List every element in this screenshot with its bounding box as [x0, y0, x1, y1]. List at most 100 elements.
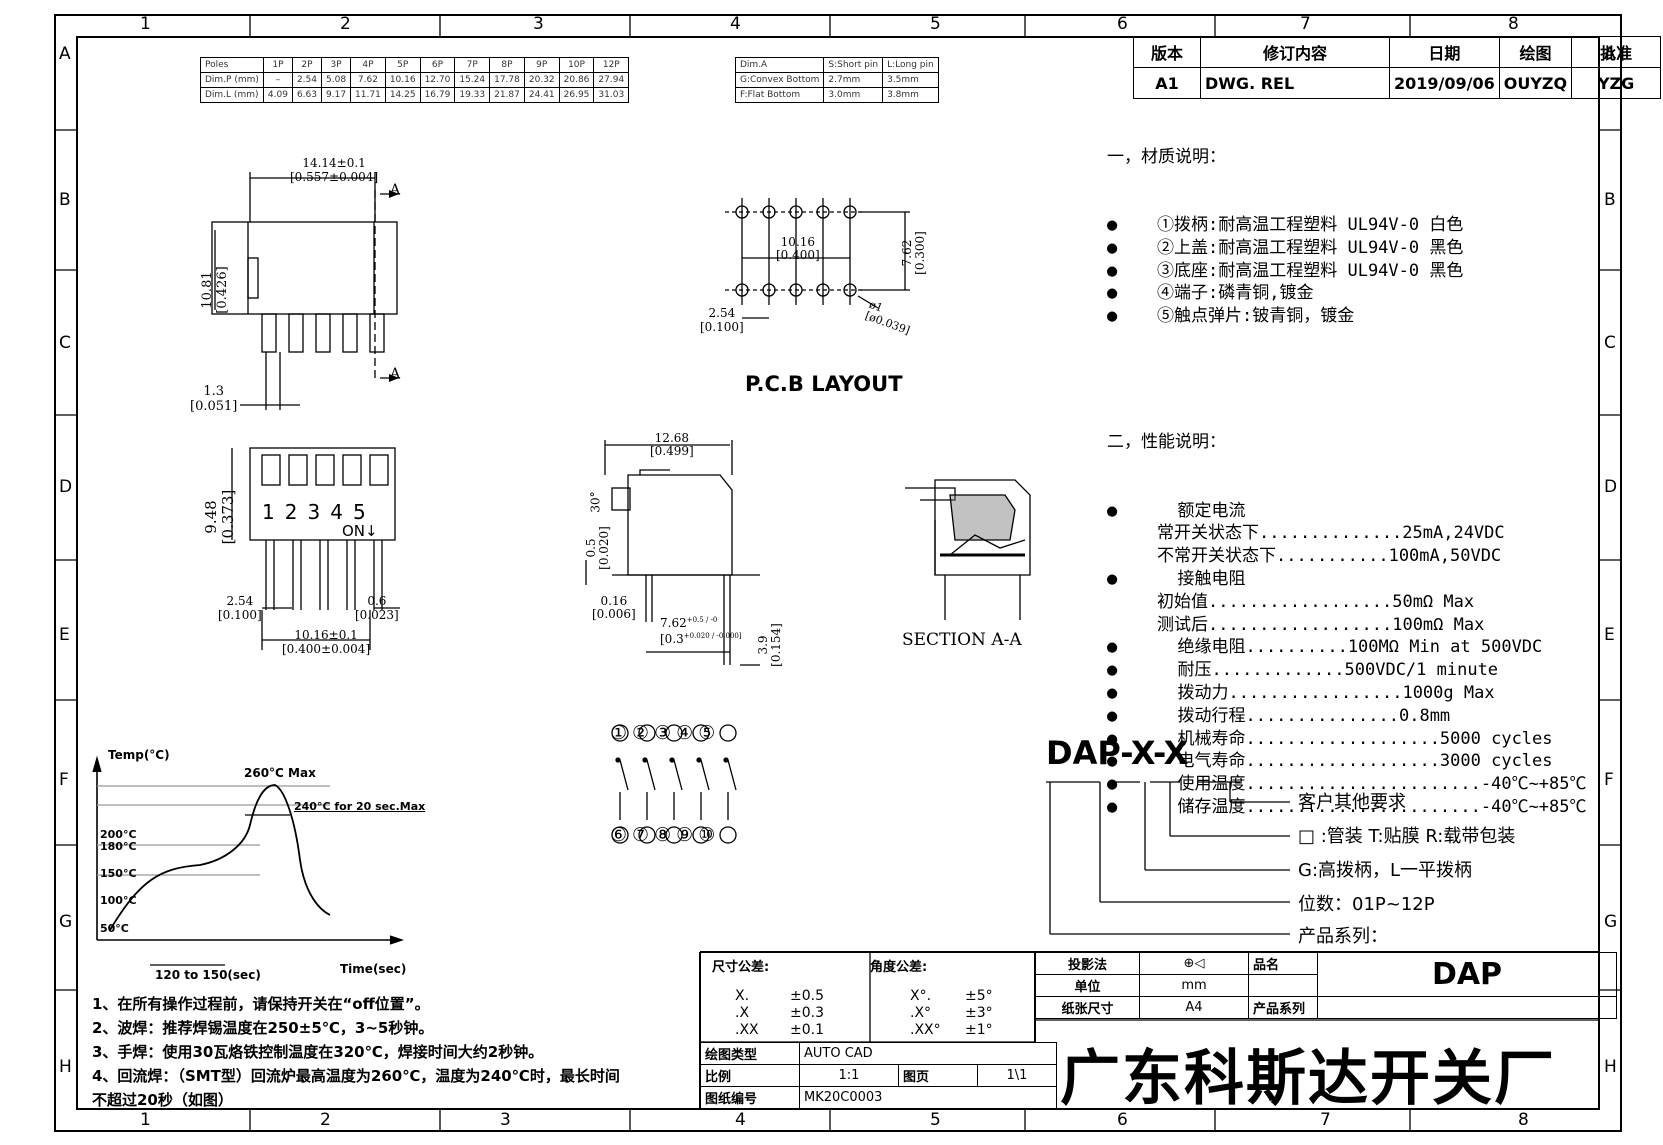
page-value: 1\1	[977, 1064, 1057, 1087]
schematic-top-labels: ①②③④⑤	[610, 722, 720, 744]
order-item-handle: G:高拨柄，L一平拨柄	[1298, 860, 1473, 881]
side-standoff-in: [0.020]	[597, 526, 611, 570]
zone-col-bottom-7: 7	[1320, 1110, 1331, 1130]
pcb-pitch-in: [0.100]	[700, 320, 744, 334]
poles-table-cell: 2.54	[291, 72, 323, 88]
reflow-peak-label: 260°C Max	[244, 766, 316, 780]
side-standoff: 0.5 [0.020]	[584, 518, 611, 578]
drawing-frame-outer	[54, 14, 1622, 1132]
pcb-row-gap-in: [0.300]	[913, 231, 927, 275]
dim-pitch-mm: 2.54	[226, 594, 254, 608]
zone-col-bottom-5: 5	[930, 1110, 941, 1130]
poles-table-cell: Dim.P (mm)	[200, 72, 264, 88]
zone-col-bottom-3: 3	[500, 1110, 511, 1130]
side-width-in: [0.499]	[650, 444, 694, 458]
performance-item: 初始值..................50mΩ Max	[1157, 591, 1475, 612]
schematic-terminal-label: ④	[676, 722, 699, 744]
performance-item: ● 电气寿命...................3000 cycles	[1107, 751, 1553, 772]
dim-height: 10.81 [0.426]	[200, 245, 230, 335]
rev-content: DWG. REL	[1200, 67, 1390, 99]
order-item-packaging: □ :管装 T:贴膜 R:载带包装	[1298, 826, 1516, 847]
rev-date: 2019/09/06	[1389, 67, 1500, 99]
pcb-row-gap: 7.62 [0.300]	[900, 223, 927, 283]
poles-table-cell: 20.32	[523, 72, 560, 88]
zone-col-bottom-6: 6	[1117, 1110, 1128, 1130]
pin-table-cell: 3.8mm	[882, 87, 939, 103]
product-series-value	[1317, 996, 1617, 1019]
performance-item: ● 耐压.............500VDC/1 minute	[1107, 660, 1499, 681]
dim-top-width-mm: 14.14±0.1	[302, 156, 366, 170]
tolerance-list: X.±0.5.X±0.3.XX±0.1	[735, 988, 824, 1039]
pin-table-cell: 3.0mm	[823, 87, 884, 103]
dim-span-in: [0.400±0.004]	[282, 642, 371, 656]
schematic-terminal-label: ②	[632, 722, 655, 744]
schematic-terminal-label: ③	[654, 722, 677, 744]
blank-cell	[1248, 974, 1318, 997]
poles-table-cell: 17.78	[489, 72, 525, 88]
poles-table-cell: 5P	[384, 57, 421, 73]
angle-tolerance-row: X°.±5°	[910, 988, 993, 1004]
zone-col-top-4: 4	[730, 14, 741, 34]
reflow-tick-200: 200°C	[100, 828, 137, 841]
schematic-bottom-labels: ⑥⑦⑧⑨⑩	[610, 824, 720, 846]
pin-table-cell: F:Flat Bottom	[734, 87, 825, 103]
poles-table-cell: 10P	[558, 57, 595, 73]
page-label: 图页	[898, 1064, 978, 1087]
poles-table-cell: 9P	[523, 57, 560, 73]
product-series-label: 产品系列	[1248, 996, 1318, 1019]
pcb-span-mm: 10.16	[780, 235, 816, 249]
unit-label: 单位	[1035, 974, 1140, 997]
dim-pin-thickness: 0.6 [0.023]	[355, 594, 399, 622]
poles-table-cell: 8P	[489, 57, 525, 73]
dim-top-width: 14.14±0.1 [0.557±0.004]	[290, 156, 378, 184]
material-list: ●①拨柄:耐高温工程塑料 UL94V-0 白色●②上盖:耐高温工程塑料 UL94…	[1107, 214, 1587, 328]
zone-row-left-d: D	[59, 477, 73, 497]
poles-table-cell: 1P	[262, 57, 293, 73]
side-row-in-line: [0.3+0.020 / -0.000]	[660, 630, 742, 646]
dim-pitch-in: [0.100]	[218, 608, 262, 622]
revision-table: 版本 修订内容 日期 绘图 批准 A1 DWG. REL 2019/09/06 …	[1133, 36, 1662, 99]
rev-header-date: 日期	[1389, 36, 1500, 68]
paper-size-value: A4	[1139, 996, 1249, 1019]
soldering-note: 3、手焊：使用30瓦烙铁控制温度在320℃，焊接时间大约2秒钟。	[92, 1043, 544, 1061]
soldering-notes: 1、在所有操作过程前，请保持开关在“off位置”。2、波焊：推荐焊锡温度在250…	[92, 992, 620, 1112]
zone-row-right-c: C	[1604, 333, 1616, 353]
switch-numbers: 12345	[262, 500, 376, 524]
poles-table-cell: 2P	[291, 57, 323, 73]
material-item: ●⑤触点弹片:铍青铜，镀金	[1107, 306, 1355, 327]
zone-col-bottom-1: 1	[140, 1110, 151, 1130]
zone-row-left-c: C	[59, 333, 71, 353]
angle-tolerance-row: .X°±3°	[910, 1005, 993, 1021]
pcb-pitch-mm: 2.54	[708, 306, 736, 320]
switch-number: 5	[352, 500, 376, 524]
pin-table-cell: L:Long pin	[882, 57, 939, 73]
projection-label: 投影法	[1035, 952, 1140, 975]
poles-table-cell: 24.41	[523, 87, 560, 103]
reflow-tick-50: 50°C	[100, 922, 129, 935]
dim-pitch: 2.54 [0.100]	[218, 594, 262, 622]
product-name-label: 品名	[1248, 952, 1318, 975]
side-gap-mm: 0.16	[600, 594, 628, 608]
switch-number: 4	[330, 500, 353, 524]
poles-table-cell: 5.08	[320, 72, 352, 88]
poles-table-cell: 7P	[454, 57, 491, 73]
rev-header-drawn: 绘图	[1498, 36, 1573, 68]
order-item-series: 产品系列：	[1298, 926, 1388, 947]
paper-size-label: 纸张尺寸	[1035, 996, 1140, 1019]
zone-row-right-e: E	[1604, 625, 1615, 645]
side-width-mm: 12.68	[654, 431, 690, 445]
schematic-terminal-label: ⑤	[698, 722, 721, 744]
title-block-left: 绘图类型 AUTO CAD 比例 1:1 图页 1\1 图纸编号 MK20C00…	[700, 1042, 1057, 1109]
pcb-span-in: [0.400]	[776, 248, 820, 262]
side-pin-length: 3.9 [0.154]	[756, 615, 783, 675]
pin-table-cell: S:Short pin	[823, 57, 884, 73]
poles-table-cell: –	[262, 72, 293, 88]
poles-table-cell: 4P	[350, 57, 386, 73]
poles-table-cell: 15.24	[454, 72, 491, 88]
